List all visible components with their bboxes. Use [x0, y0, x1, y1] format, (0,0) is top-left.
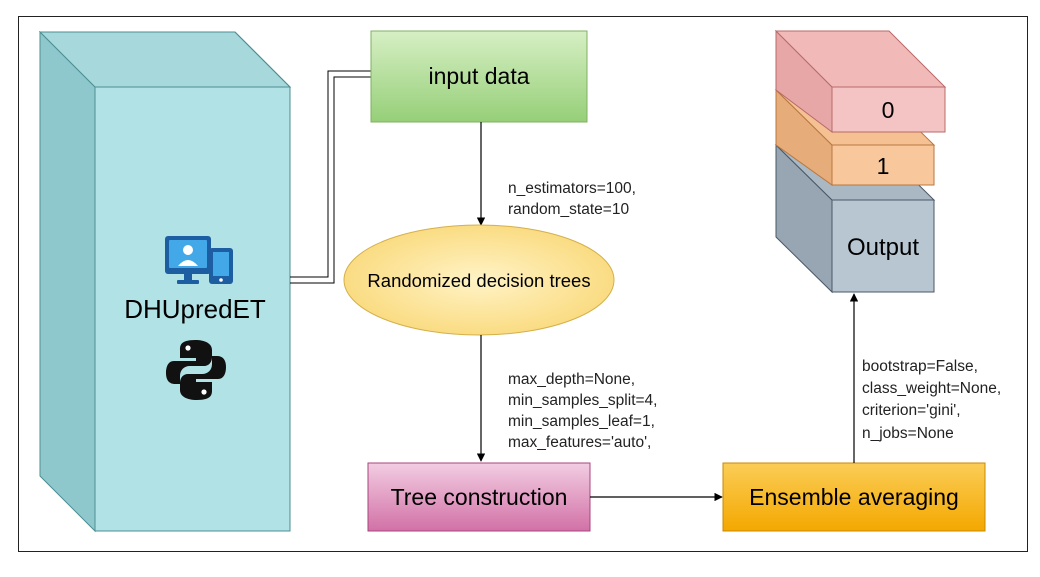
python-logo-icon	[166, 340, 226, 400]
input-data-label: input data	[428, 63, 529, 89]
monitor-user-icon	[165, 236, 233, 284]
class-0-box	[774, 29, 947, 133]
param-min-samples-leaf: min_samples_leaf=1,	[508, 413, 655, 430]
ensemble-params: bootstrap=False, class_weight=None, crit…	[862, 358, 1005, 442]
tree-construction-label: Tree construction	[391, 484, 568, 510]
forest-params: n_estimators=100, random_state=10	[508, 180, 640, 218]
model-cube	[38, 30, 292, 533]
randomized-trees-ellipse	[343, 224, 615, 336]
model-name-label: DHUpredET	[124, 294, 266, 324]
class-0-label: 0	[882, 97, 895, 123]
randomized-trees-label: Randomized decision trees	[367, 270, 590, 291]
connector-model-input	[290, 70, 371, 284]
class-1-label: 1	[877, 153, 890, 179]
ensemble-averaging-label: Ensemble averaging	[749, 484, 959, 510]
param-n-estimators: n_estimators=100,	[508, 180, 636, 197]
param-random-state: random_state=10	[508, 201, 629, 218]
diagram-border	[18, 16, 1028, 552]
param-class-weight: class_weight=None,	[862, 380, 1001, 397]
tree-params: max_depth=None, min_samples_split=4, min…	[508, 371, 662, 451]
param-bootstrap: bootstrap=False,	[862, 358, 978, 375]
param-n-jobs: n_jobs=None	[862, 425, 954, 442]
tree-construction-box	[367, 462, 591, 532]
param-max-features: max_features='auto',	[508, 434, 651, 451]
param-criterion: criterion='gini',	[862, 402, 961, 419]
input-data-box	[370, 30, 588, 123]
param-min-samples-split: min_samples_split=4,	[508, 392, 657, 409]
output-label: Output	[847, 234, 919, 261]
param-max-depth: max_depth=None,	[508, 371, 635, 388]
